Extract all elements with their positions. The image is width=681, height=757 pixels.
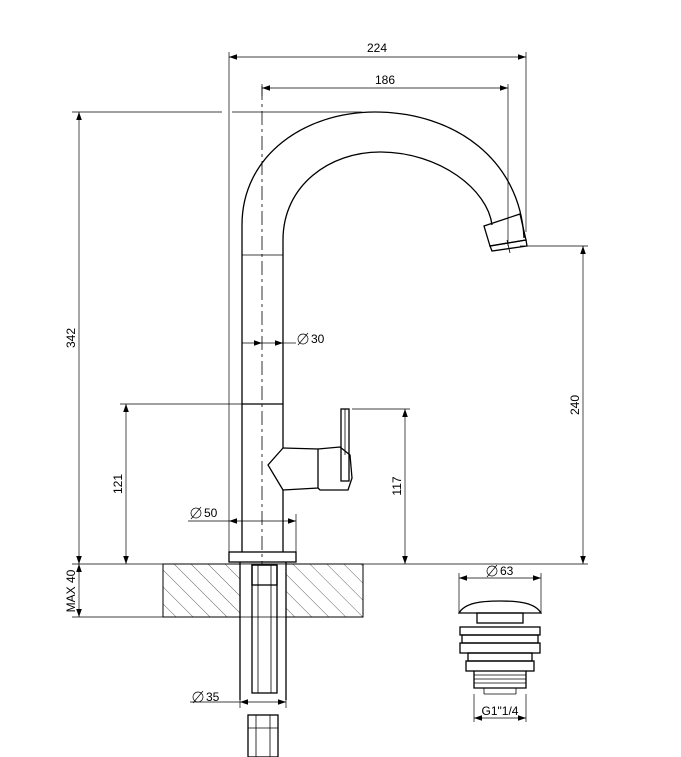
dim-35-label: 35 xyxy=(206,690,220,704)
dim-50-group: 50 xyxy=(190,506,218,520)
shank xyxy=(239,562,287,757)
deck-section xyxy=(162,563,364,618)
thread-label: G1"1/4 xyxy=(482,704,519,718)
dim-30-group: 30 xyxy=(297,332,325,346)
faucet-body xyxy=(228,86,528,565)
dim-186-label: 186 xyxy=(375,73,395,87)
dim-342-label: 342 xyxy=(64,328,78,348)
waste-drain xyxy=(457,600,543,695)
dim-50-label: 50 xyxy=(204,506,218,520)
diameter-symbol-icon xyxy=(192,691,204,703)
dimension-labels: 224 186 342 240 121 117 MAX 40 30 50 35 … xyxy=(64,41,582,718)
dim-117-label: 117 xyxy=(390,476,404,495)
dimension-lines xyxy=(72,52,588,722)
diameter-symbol-icon xyxy=(486,565,498,577)
dim-63-label: 63 xyxy=(500,564,514,578)
dim-35-group: 35 xyxy=(192,690,220,704)
diameter-symbol-icon xyxy=(297,333,309,345)
dim-max40-label: MAX 40 xyxy=(64,569,78,612)
dim-121-label: 121 xyxy=(111,474,125,494)
dim-30-label: 30 xyxy=(311,332,325,346)
dim-63-group: 63 xyxy=(486,564,514,578)
diameter-symbol-icon xyxy=(190,507,202,519)
dim-240-label: 240 xyxy=(568,395,582,415)
dim-224-label: 224 xyxy=(367,41,387,55)
lever-handle xyxy=(267,408,353,491)
